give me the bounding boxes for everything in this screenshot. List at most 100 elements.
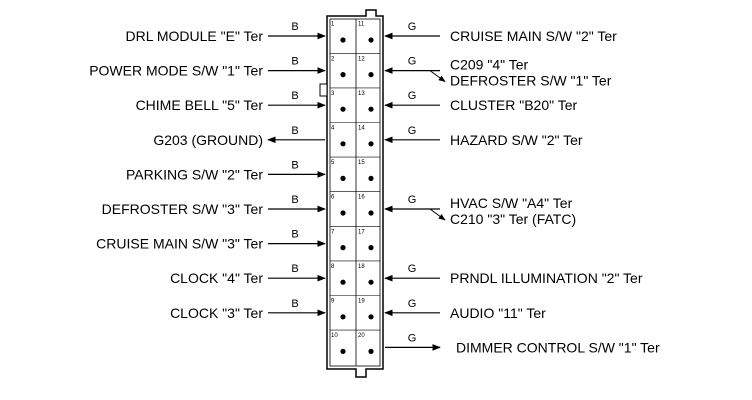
pin-number: 14 bbox=[358, 126, 365, 132]
pin-number: 1 bbox=[331, 22, 335, 28]
pin-terminal bbox=[340, 348, 346, 354]
left-wire-row: POWER MODE S/W "1" Ter B bbox=[89, 56, 326, 79]
left-terminal-label: CLOCK "3" Ter bbox=[170, 305, 263, 321]
pin-number: 19 bbox=[358, 299, 365, 305]
right-terminal-label: C209 "4" Ter bbox=[450, 57, 529, 73]
pin-terminal bbox=[368, 210, 374, 216]
pin-number: 8 bbox=[331, 264, 335, 270]
pin-number: 6 bbox=[331, 195, 335, 201]
right-wire-color: G bbox=[408, 332, 417, 344]
right-terminal-label: AUDIO "11" Ter bbox=[450, 305, 546, 321]
left-terminal-label: CLOCK "4" Ter bbox=[170, 270, 263, 286]
right-wire-color: G bbox=[408, 56, 417, 68]
left-terminal-label: DRL MODULE "E" Ter bbox=[125, 28, 263, 44]
right-wire-branch-arrow bbox=[429, 70, 446, 83]
left-wire-row: CRUISE MAIN S/W "3" Ter B bbox=[96, 229, 326, 252]
left-wire-color: B bbox=[291, 21, 298, 33]
pin-terminal bbox=[340, 314, 346, 320]
left-terminal-label: POWER MODE S/W "1" Ter bbox=[89, 63, 263, 79]
right-wire-row: G CRUISE MAIN S/W "2" Ter bbox=[384, 21, 617, 44]
left-wire-color: B bbox=[291, 90, 298, 102]
pin-terminal bbox=[340, 210, 346, 216]
left-wire-color: B bbox=[291, 56, 298, 68]
right-terminal-label: DIMMER CONTROL S/W "1" Ter bbox=[456, 339, 660, 355]
left-wire-color: B bbox=[291, 159, 298, 171]
right-terminal-label: CLUSTER "B20" Ter bbox=[450, 97, 578, 113]
pin-number: 15 bbox=[358, 160, 365, 166]
pin-terminal bbox=[340, 106, 346, 112]
right-terminal-label: HVAC S/W "A4" Ter bbox=[450, 195, 573, 211]
right-wire-branch-arrow bbox=[429, 208, 446, 221]
right-wire-color: G bbox=[408, 90, 417, 102]
pin-terminal bbox=[340, 141, 346, 147]
pin-terminal bbox=[340, 279, 346, 285]
pin-number: 12 bbox=[358, 56, 365, 62]
right-terminal-label: DEFROSTER S/W "1" Ter bbox=[450, 73, 612, 89]
pin-number: 18 bbox=[358, 264, 365, 270]
right-wire-color: G bbox=[408, 263, 417, 275]
left-wire-row: DRL MODULE "E" Ter B bbox=[125, 21, 326, 44]
right-wire-color: G bbox=[408, 21, 417, 33]
pin-terminal bbox=[368, 279, 374, 285]
pin-number: 11 bbox=[358, 22, 365, 28]
right-terminal-label: HAZARD S/W "2" Ter bbox=[450, 132, 583, 148]
pin-number: 17 bbox=[358, 229, 365, 235]
pin-terminal bbox=[368, 348, 374, 354]
connector-latch bbox=[319, 83, 328, 97]
pin-number: 10 bbox=[331, 333, 338, 339]
pin-terminal bbox=[368, 175, 374, 181]
pin-terminal bbox=[368, 141, 374, 147]
left-wire-row: CLOCK "3" Ter B bbox=[170, 298, 326, 321]
pin-terminal bbox=[340, 72, 346, 78]
pin-terminal bbox=[368, 314, 374, 320]
right-wire-row: G CLUSTER "B20" Ter bbox=[384, 90, 578, 113]
left-wire-row: CLOCK "4" Ter B bbox=[170, 263, 326, 286]
pin-number: 9 bbox=[331, 299, 335, 305]
right-terminal-label: C210 "3" Ter (FATC) bbox=[450, 211, 576, 227]
right-terminal-label: PRNDL ILLUMINATION "2" Ter bbox=[450, 270, 643, 286]
left-wire-color: B bbox=[291, 263, 298, 275]
left-wire-color: B bbox=[291, 125, 298, 137]
left-terminal-label: DEFROSTER S/W "3" Ter bbox=[102, 201, 264, 217]
pin-terminal bbox=[340, 37, 346, 43]
left-wire-color: B bbox=[291, 229, 298, 241]
left-wire-color: B bbox=[291, 194, 298, 206]
connector-inner-outline bbox=[329, 18, 381, 367]
pin-terminal bbox=[368, 37, 374, 43]
left-terminal-label: PARKING S/W "2" Ter bbox=[126, 166, 263, 182]
right-wire-row: G PRNDL ILLUMINATION "2" Ter bbox=[384, 263, 643, 286]
pin-number: 13 bbox=[358, 91, 365, 97]
pin-terminal bbox=[340, 245, 346, 251]
connector-outline bbox=[326, 9, 384, 378]
pin-number: 16 bbox=[358, 195, 365, 201]
pin-terminal bbox=[368, 106, 374, 112]
pin-number: 7 bbox=[331, 229, 335, 235]
pin-number: 3 bbox=[331, 91, 335, 97]
pin-number: 4 bbox=[331, 126, 335, 132]
left-terminal-label: CRUISE MAIN S/W "3" Ter bbox=[96, 236, 263, 252]
right-wire-color: G bbox=[408, 194, 417, 206]
left-terminal-label: G203 (GROUND) bbox=[153, 132, 263, 148]
left-terminal-label: CHIME BELL "5" Ter bbox=[136, 97, 264, 113]
left-wire-row: G203 (GROUND) B bbox=[153, 125, 325, 148]
pin-number: 20 bbox=[358, 333, 365, 339]
right-wire-row: G DIMMER CONTROL S/W "1" Ter bbox=[385, 332, 660, 355]
pin-terminal bbox=[368, 245, 374, 251]
left-wire-row: PARKING S/W "2" Ter B bbox=[126, 159, 326, 182]
right-wire-row: G HAZARD S/W "2" Ter bbox=[384, 125, 583, 148]
pin-terminal bbox=[368, 72, 374, 78]
left-wire-row: DEFROSTER S/W "3" Ter B bbox=[102, 194, 326, 217]
right-terminal-label: CRUISE MAIN S/W "2" Ter bbox=[450, 28, 617, 44]
right-wire-color: G bbox=[408, 125, 417, 137]
left-wire-color: B bbox=[291, 298, 298, 310]
pin-number: 5 bbox=[331, 160, 335, 166]
pin-terminal bbox=[340, 175, 346, 181]
pin-number: 2 bbox=[331, 56, 335, 62]
